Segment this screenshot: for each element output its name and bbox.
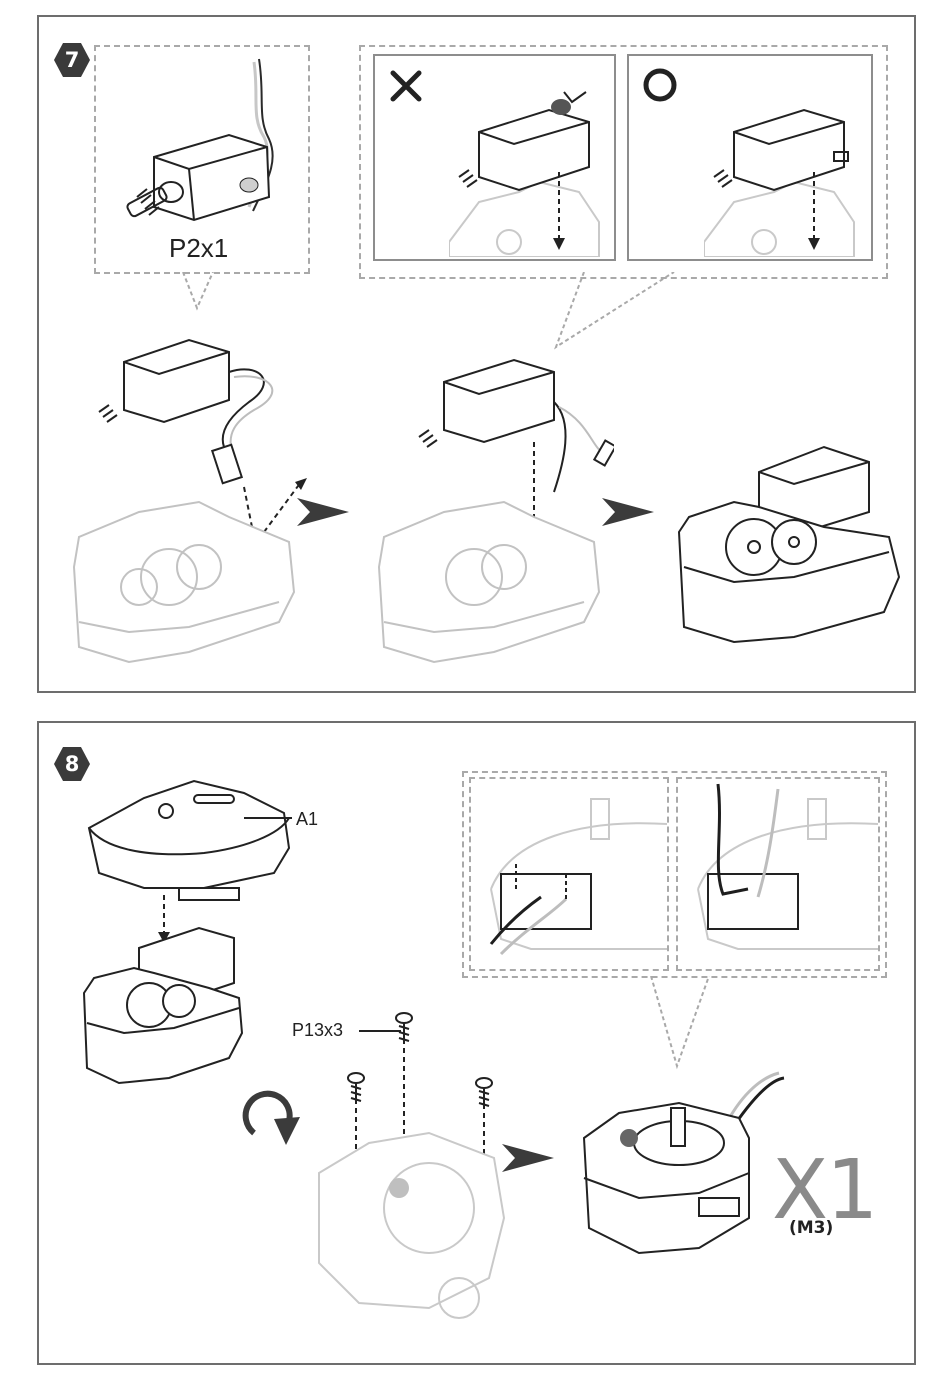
step-arrow-1: [294, 492, 354, 532]
wire-callout-pointer: [639, 976, 719, 1071]
screw-3: [476, 1078, 492, 1109]
orientation-callout-pointer: [554, 272, 694, 352]
part-label-a1: A1: [296, 809, 318, 830]
housing-underside-with-screws: [309, 1008, 509, 1338]
rotate-icon: [234, 1083, 304, 1153]
callout-pointer: [179, 272, 219, 312]
finished-module-m3-illustration: [579, 1058, 789, 1268]
leader-a1: [244, 813, 294, 823]
screw-1: [396, 1013, 412, 1044]
module-m3-label: (M3): [789, 1218, 833, 1238]
wire-detail-after-illustration: [678, 779, 878, 969]
wire-detail-before-illustration: [471, 779, 667, 969]
screw-2: [348, 1073, 364, 1104]
gearbox-with-motor-illustration: [79, 923, 249, 1093]
stage-2-motor-insert: [374, 342, 614, 672]
wrong-x-icon: [389, 69, 423, 103]
motor-wrong-illustration: [449, 72, 609, 257]
step-arrow-2: [599, 492, 659, 532]
step-7-badge: 7: [53, 41, 91, 79]
step-7-panel: 7 P2x1: [37, 15, 916, 693]
stage-1-motor-and-housing: [69, 322, 309, 672]
part-label-p2: P2x1: [169, 233, 228, 264]
right-o-icon: [642, 67, 678, 103]
step-arrow-3: [499, 1138, 559, 1178]
motor-correct-illustration: [704, 72, 869, 257]
stage-3-assembled-gearbox: [674, 427, 909, 647]
top-cover-a1-illustration: [84, 773, 304, 903]
step-7-number: 7: [53, 41, 91, 79]
motor-with-plug-illustration: [119, 57, 299, 232]
step-8-panel: 8 A1 P13x3: [37, 721, 916, 1365]
